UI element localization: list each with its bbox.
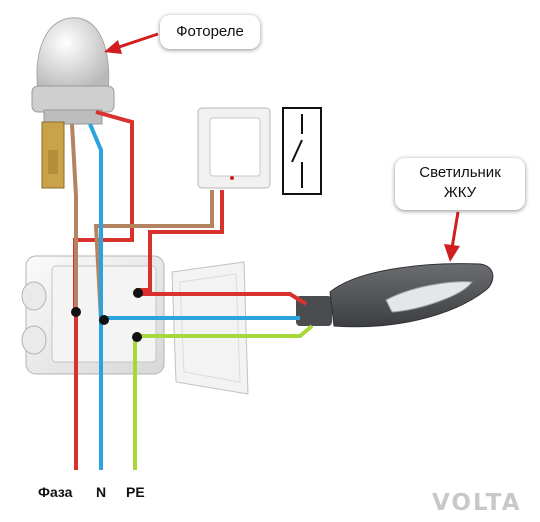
street-lamp bbox=[296, 263, 494, 328]
photorelay-device bbox=[31, 17, 115, 189]
lamp-arrow bbox=[444, 211, 460, 262]
lamp-callout: Светильник ЖКУ bbox=[395, 158, 525, 210]
phase-junction-dot bbox=[71, 307, 81, 317]
earth-label: PE bbox=[126, 484, 145, 500]
neutral-junction-dot bbox=[99, 315, 109, 325]
earth-junction-dot bbox=[132, 332, 142, 342]
earth-wires bbox=[133, 324, 314, 470]
photorelay-label: Фотореле bbox=[176, 23, 244, 40]
neutral-label: N bbox=[96, 484, 107, 500]
wall-switch bbox=[197, 107, 271, 189]
neutral-wires bbox=[88, 123, 300, 470]
junction-box bbox=[21, 255, 165, 375]
brand-logo: VOLTA bbox=[432, 490, 522, 516]
phase-label: Фаза bbox=[38, 484, 73, 500]
relay-wires bbox=[70, 123, 214, 321]
photorelay-arrow bbox=[104, 32, 159, 54]
lamp-label-line2: ЖКУ bbox=[443, 184, 477, 201]
junction-box-lid bbox=[171, 261, 249, 395]
photorelay-callout: Фотореле bbox=[160, 15, 260, 49]
connection-points bbox=[71, 288, 143, 342]
relay-output-junction-dot bbox=[133, 288, 143, 298]
switch-symbol bbox=[282, 107, 322, 195]
lamp-label-line1: Светильник bbox=[419, 164, 501, 181]
